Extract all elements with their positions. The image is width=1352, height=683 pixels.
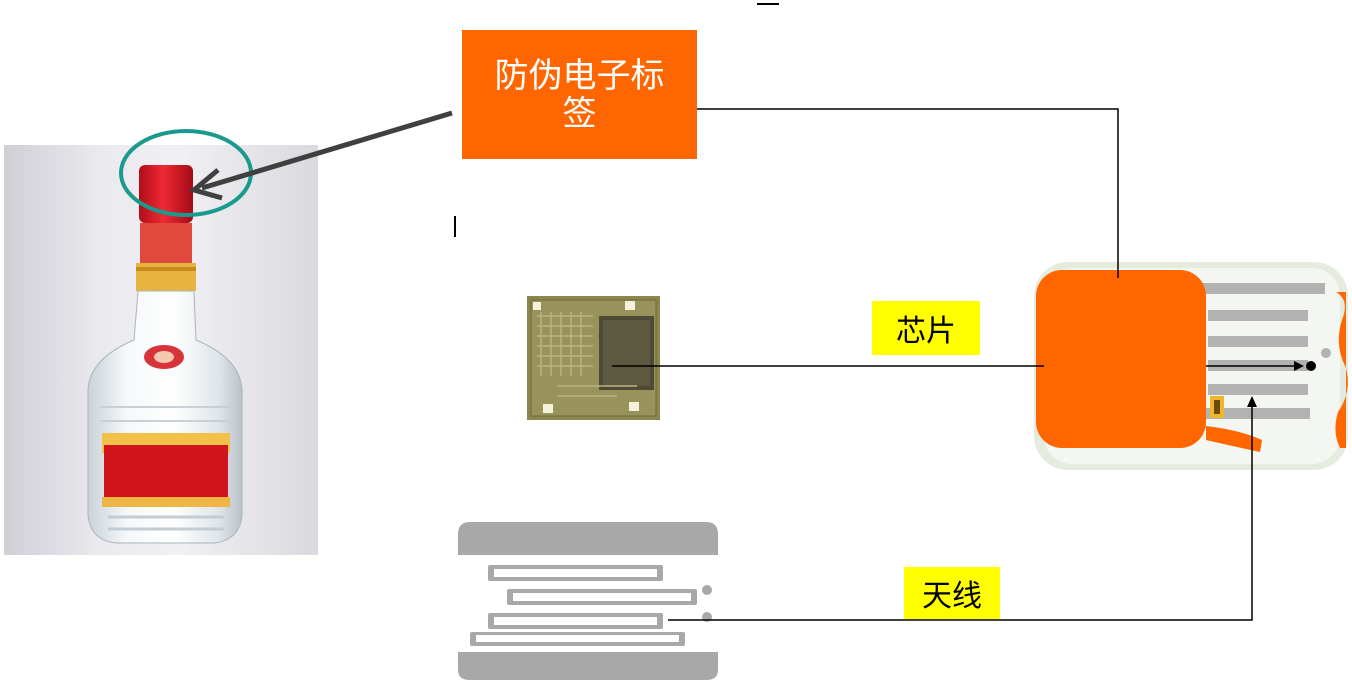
anti-counterfeit-tag-label: 防伪电子标 签 xyxy=(462,30,697,159)
antenna-label: 天线 xyxy=(904,567,1000,619)
antenna-graphic xyxy=(458,522,718,680)
bottle-icon xyxy=(87,165,243,544)
chip-label: 芯片 xyxy=(872,301,980,355)
text-cursor-mark xyxy=(454,216,456,237)
top-dash-mark xyxy=(757,3,779,5)
tag-label-line-1: 防伪电子标 xyxy=(494,55,665,96)
chip-position-arrow xyxy=(1206,361,1304,371)
tag-assembly-photo xyxy=(1034,262,1348,470)
tag-label-line-2: 签 xyxy=(562,93,597,134)
chip-photo xyxy=(527,296,660,420)
tag-connector-line xyxy=(697,108,1119,278)
bottle-photo-panel xyxy=(4,145,318,555)
chip-icon xyxy=(527,296,660,420)
